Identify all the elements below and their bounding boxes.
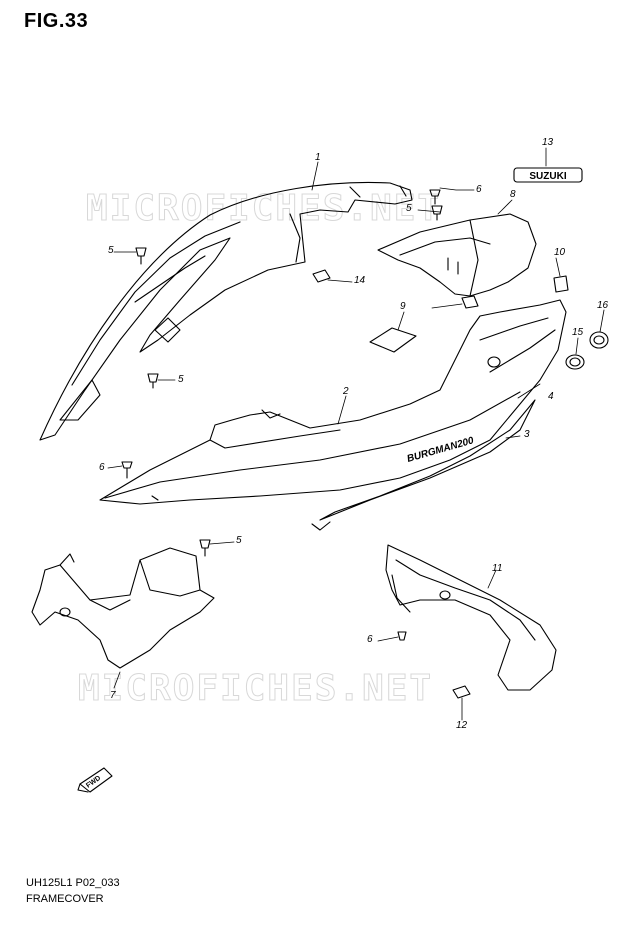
part-16-grommet	[589, 331, 609, 349]
part-7-lower-cover	[31, 547, 215, 669]
part-9-pad	[369, 327, 417, 353]
callout-14-lower: 6	[367, 634, 373, 645]
part-13-suzuki-logo: SUZUKI	[513, 167, 583, 183]
logo-text: SUZUKI	[529, 171, 566, 182]
watermark-bottom: MICROFICHES.NET	[77, 668, 434, 710]
leader-lines	[107, 147, 605, 721]
callout-16: 16	[597, 300, 609, 311]
callout-11: 11	[492, 563, 503, 574]
part-1-frame-cover-arch	[39, 181, 413, 441]
callout-5-top: 5	[406, 203, 412, 214]
callout-5-left: 5	[108, 245, 114, 256]
diagram-name: FRAMECOVER	[26, 893, 104, 905]
part-8-rear-panel	[377, 213, 537, 297]
part-2-3-4-side-covers	[99, 299, 567, 531]
fwd-arrow-icon	[77, 767, 113, 793]
callout-12: 12	[456, 720, 468, 731]
part-12-clip	[452, 685, 471, 699]
callout-15: 15	[572, 327, 584, 338]
part-14-clips	[312, 269, 479, 309]
watermark-top: MICROFICHES.NET	[85, 188, 442, 230]
callout-13: 13	[542, 137, 554, 148]
callout-8: 8	[510, 189, 516, 200]
callout-7: 7	[110, 690, 116, 701]
callout-1: 1	[315, 152, 321, 163]
callout-5-mid: 5	[178, 374, 184, 385]
callout-10: 10	[554, 247, 566, 258]
callout-4: 4	[548, 391, 554, 402]
part-10-clip	[553, 275, 569, 293]
decal-burgman: BURGMAN200	[406, 435, 476, 465]
callout-9: 9	[400, 301, 406, 312]
diagram-code: UH125L1 P02_033	[26, 877, 120, 889]
callout-3: 3	[524, 429, 530, 440]
figure-title: FIG.33	[24, 10, 89, 32]
callout-5-lower: 5	[236, 535, 242, 546]
callout-6-top: 6	[476, 184, 482, 195]
part-11-inner-cover	[385, 544, 557, 691]
fwd-label: FWD	[85, 775, 102, 790]
callout-14-upper: 14	[354, 275, 366, 286]
callout-6-left: 6	[99, 462, 105, 473]
callout-2: 2	[343, 386, 349, 397]
part-15-grommet	[565, 354, 585, 370]
